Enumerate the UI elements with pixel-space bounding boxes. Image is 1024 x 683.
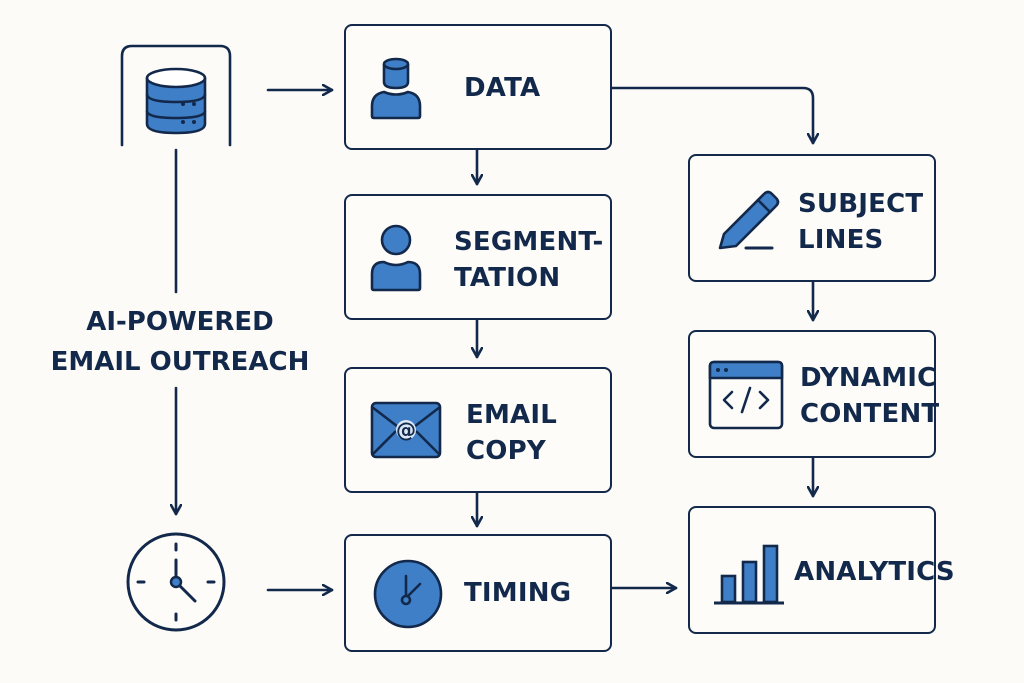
svg-text:@: @ <box>396 418 416 442</box>
node-email-copy[interactable]: @ EMAIL COPY <box>344 367 612 493</box>
node-timing[interactable]: TIMING <box>344 534 612 652</box>
node-segmentation[interactable]: SEGMENT- TATION <box>344 194 612 320</box>
node-label: DYNAMIC CONTENT <box>800 363 940 429</box>
clock-icon <box>126 532 226 632</box>
node-label: EMAIL COPY <box>466 400 557 466</box>
diagram-title: AI-POWERED EMAIL OUTREACH <box>50 307 310 377</box>
node-label: TIMING <box>464 578 572 608</box>
clock-icon <box>373 559 443 629</box>
node-dynamic-content[interactable]: DYNAMIC CONTENT <box>688 330 940 458</box>
bar-chart-icon <box>714 544 784 605</box>
node-label: DATA <box>464 73 541 103</box>
node-label: SUBJECT LINES <box>798 189 924 255</box>
node-data[interactable]: DATA <box>344 24 612 150</box>
pencil-icon <box>718 190 780 250</box>
user-icon <box>370 224 422 292</box>
database-frame <box>120 44 232 147</box>
user-database-icon <box>370 57 422 120</box>
database-icon <box>145 67 207 135</box>
node-subject-lines[interactable]: SUBJECT LINES <box>688 154 936 282</box>
node-analytics[interactable]: ANALYTICS <box>688 506 955 634</box>
node-label: ANALYTICS <box>794 557 955 587</box>
node-label: SEGMENT- TATION <box>454 227 604 293</box>
envelope-at-icon: @ <box>370 401 442 459</box>
edge-data-subjectlines <box>610 86 813 145</box>
code-window-icon <box>708 360 784 430</box>
